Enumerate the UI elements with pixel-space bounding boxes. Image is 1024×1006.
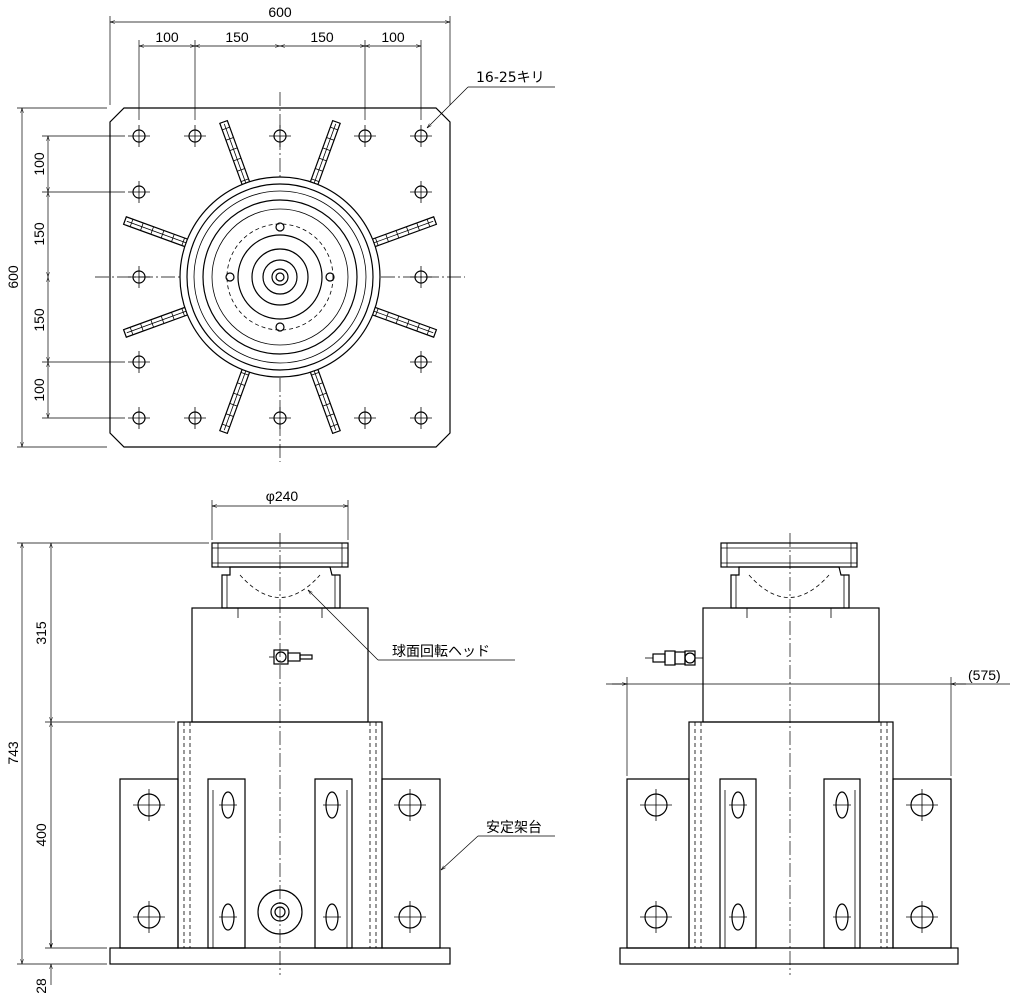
radial-rib	[219, 362, 253, 435]
label-spherical-head: 球面回転ヘッド	[308, 590, 515, 661]
bracket-bolt-hole	[394, 901, 426, 933]
side-rib-slot	[729, 791, 747, 819]
side-inner-rib-left	[719, 778, 757, 949]
inner-rib-left	[207, 778, 246, 949]
spherical-head-plan	[179, 176, 381, 378]
rib-slot	[323, 903, 341, 931]
bolt-hole	[269, 125, 291, 147]
side-valve-fitting	[645, 650, 703, 666]
dim-text-315: 315	[33, 621, 49, 645]
bolt-hole	[410, 266, 432, 288]
hole-note-text: 16-25キリ	[476, 70, 545, 86]
side-rib-slot	[729, 903, 747, 931]
rib-slot	[323, 791, 341, 819]
bolt-hole	[269, 407, 291, 429]
rib-group	[122, 119, 438, 435]
head-neck	[221, 566, 341, 609]
dim-text-side-100-a: 100	[31, 152, 47, 176]
side-head-cap	[720, 542, 858, 568]
radial-rib	[307, 119, 341, 192]
rib-slot	[219, 791, 237, 819]
dim-text-743: 743	[5, 741, 21, 765]
dim-text-150-a: 150	[225, 29, 249, 45]
right-bracket	[381, 778, 441, 949]
radial-rib	[307, 362, 341, 435]
side-cylinder-body	[702, 607, 880, 723]
side-rib-slot	[833, 791, 851, 819]
radial-rib	[365, 304, 438, 338]
side-bracket-bolt-hole	[640, 789, 672, 821]
side-bracket-bolt-hole	[906, 789, 938, 821]
dim-text-600-top: 600	[268, 4, 292, 20]
bolt-hole	[354, 125, 376, 147]
bolt-hole	[410, 407, 432, 429]
dim-text-side-150-b: 150	[31, 308, 47, 332]
bolt-hole	[354, 407, 376, 429]
side-rib-slot	[833, 903, 851, 931]
label-stable-stand: 安定架台	[441, 820, 555, 870]
bolt-hole	[128, 351, 150, 373]
bolt-hole	[128, 125, 150, 147]
dim-heights: 315 743 400 28	[5, 542, 209, 994]
radial-rib	[122, 216, 195, 250]
dim-text-28: 28	[33, 978, 49, 994]
bolt-hole	[128, 407, 150, 429]
dim-text-400: 400	[33, 823, 49, 847]
bolt-hole	[128, 266, 150, 288]
dim-reference-width: (575)	[606, 667, 1010, 776]
dim-text-phi240: φ240	[266, 488, 299, 504]
dim-text-600-left: 600	[5, 265, 21, 289]
side-view: (575)	[606, 533, 1010, 975]
bolt-hole	[410, 351, 432, 373]
radial-rib	[365, 216, 438, 250]
side-base-plate	[619, 947, 959, 965]
dim-text-575: (575)	[968, 667, 1001, 683]
label-spherical-head-text: 球面回転ヘッド	[392, 644, 490, 660]
bolt-hole	[410, 125, 432, 147]
dim-hole-pitch-side: 100 150 150 100	[31, 135, 125, 419]
bolt-hole-group	[128, 125, 432, 429]
radial-rib	[122, 304, 195, 338]
label-stable-stand-text: 安定架台	[486, 820, 542, 836]
dim-hole-pitch-top: 100 150 150 100	[138, 29, 422, 120]
valve-fitting	[269, 649, 313, 665]
front-view: φ240 315 743 400 28 球面回転ヘッド 安定架台	[5, 488, 555, 994]
radial-rib	[219, 119, 253, 192]
bolt-hole	[184, 407, 206, 429]
side-bolt-holes	[640, 789, 938, 933]
bracket-bolt-hole	[133, 901, 165, 933]
dim-text-side-150-a: 150	[31, 222, 47, 246]
dim-text-side-100-b: 100	[31, 378, 47, 402]
dim-overall-height: 600	[5, 107, 107, 448]
bolt-hole	[184, 125, 206, 147]
dim-text-100-b: 100	[381, 29, 405, 45]
side-bracket-bolt-hole	[906, 901, 938, 933]
front-bolt-holes	[133, 789, 426, 933]
side-bracket-bolt-hole	[640, 901, 672, 933]
dim-overall-width: 600	[109, 4, 451, 105]
base-plate-outline	[109, 107, 451, 448]
inner-rib-right	[314, 778, 353, 949]
dim-text-100-a: 100	[155, 29, 179, 45]
dim-text-150-b: 150	[310, 29, 334, 45]
bracket-bolt-hole	[394, 789, 426, 821]
bolt-hole	[410, 181, 432, 203]
dim-head-diameter: φ240	[211, 488, 349, 540]
plan-view: 600 100 150 150 100 600	[5, 4, 555, 462]
bolt-hole	[128, 181, 150, 203]
hole-note-leader: 16-25キリ	[427, 70, 555, 128]
bracket-bolt-hole	[133, 789, 165, 821]
rib-slot	[219, 903, 237, 931]
side-left-bracket	[626, 778, 690, 949]
